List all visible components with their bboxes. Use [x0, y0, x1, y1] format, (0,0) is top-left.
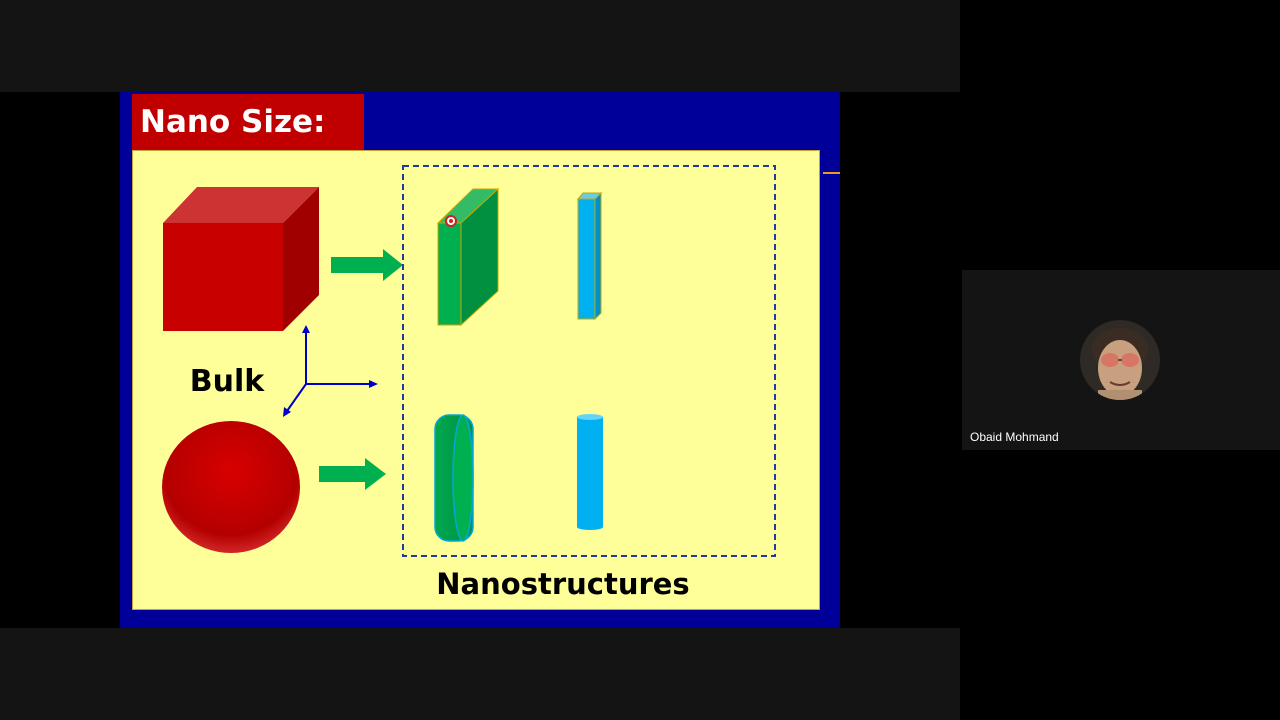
slide-title: Nano Size:	[140, 104, 326, 140]
stage-letterbox-bottom	[0, 628, 960, 720]
participant-video-avatar-icon	[1080, 320, 1160, 400]
nano-rod-icon	[576, 191, 603, 321]
nano-size-diagram: Bulk	[162, 165, 776, 601]
participant-name: Obaid Mohmand	[970, 430, 1059, 444]
arrow-right-icon	[331, 249, 403, 281]
slide-content-panel: Bulk	[132, 150, 820, 610]
shared-screen-slide: Nano Size:	[120, 92, 840, 628]
nano-cylinder-icon	[577, 414, 603, 530]
nano-slab-icon	[436, 187, 500, 327]
participant-avatar	[1080, 320, 1160, 400]
stage-letterbox-top	[0, 0, 960, 92]
slide-title-box: Nano Size:	[132, 94, 364, 150]
bulk-label: Bulk	[190, 364, 266, 399]
nanostructures-box	[402, 165, 776, 557]
nano-disk-icon	[434, 414, 474, 542]
nanostructures-label: Nanostructures	[436, 567, 689, 601]
bulk-cube-icon	[163, 187, 319, 331]
laser-pointer-dot	[449, 219, 453, 223]
arrow-right-icon	[319, 458, 386, 490]
decorative-line	[823, 172, 840, 174]
participant-video-tile[interactable]: Obaid Mohmand	[962, 270, 1280, 450]
xyz-axes-icon	[283, 325, 378, 417]
bulk-sphere-icon	[162, 421, 300, 553]
